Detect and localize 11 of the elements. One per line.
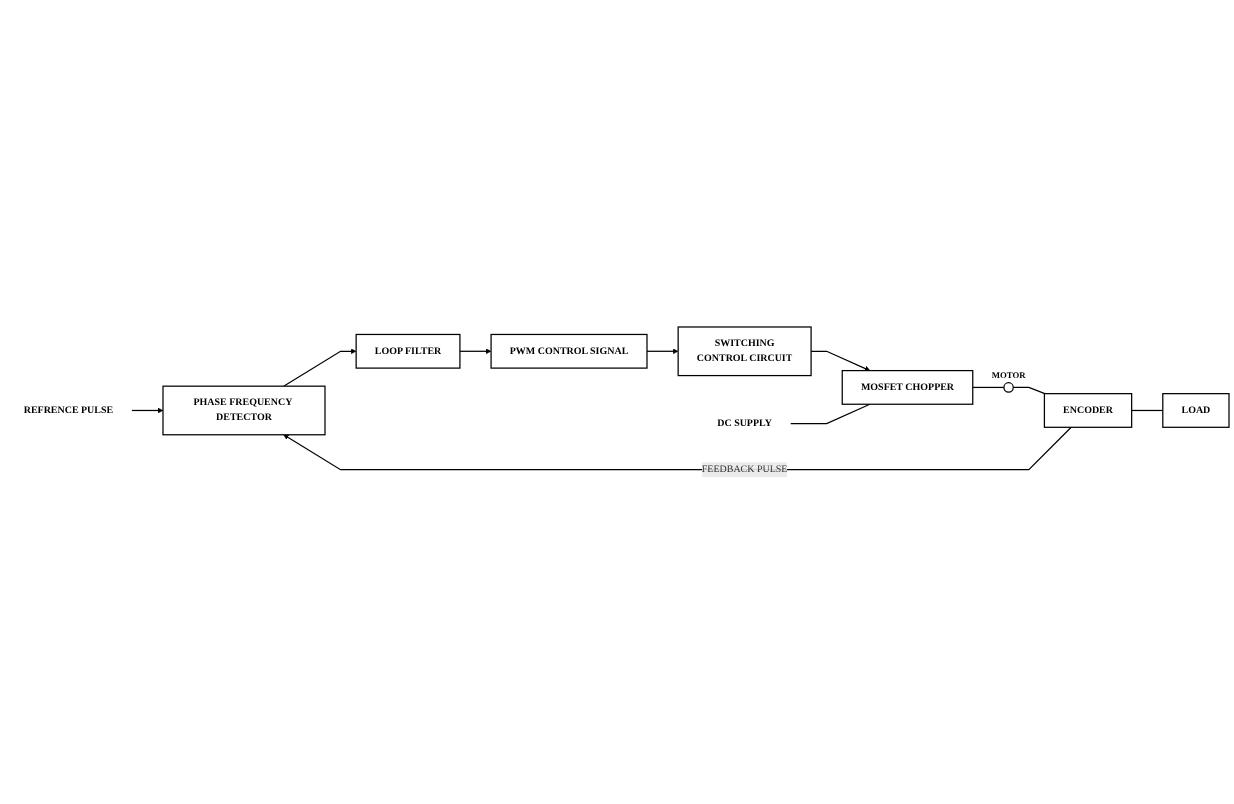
connector (790, 403, 871, 425)
arrow (459, 348, 492, 354)
node-circle (1003, 382, 1014, 393)
arrow (810, 350, 871, 372)
connector (972, 386, 1005, 388)
arrow (131, 407, 164, 414)
arrow (283, 426, 1072, 471)
arrow (646, 348, 679, 354)
arrow (283, 348, 357, 387)
connector (1131, 409, 1164, 412)
connector (1012, 386, 1046, 395)
